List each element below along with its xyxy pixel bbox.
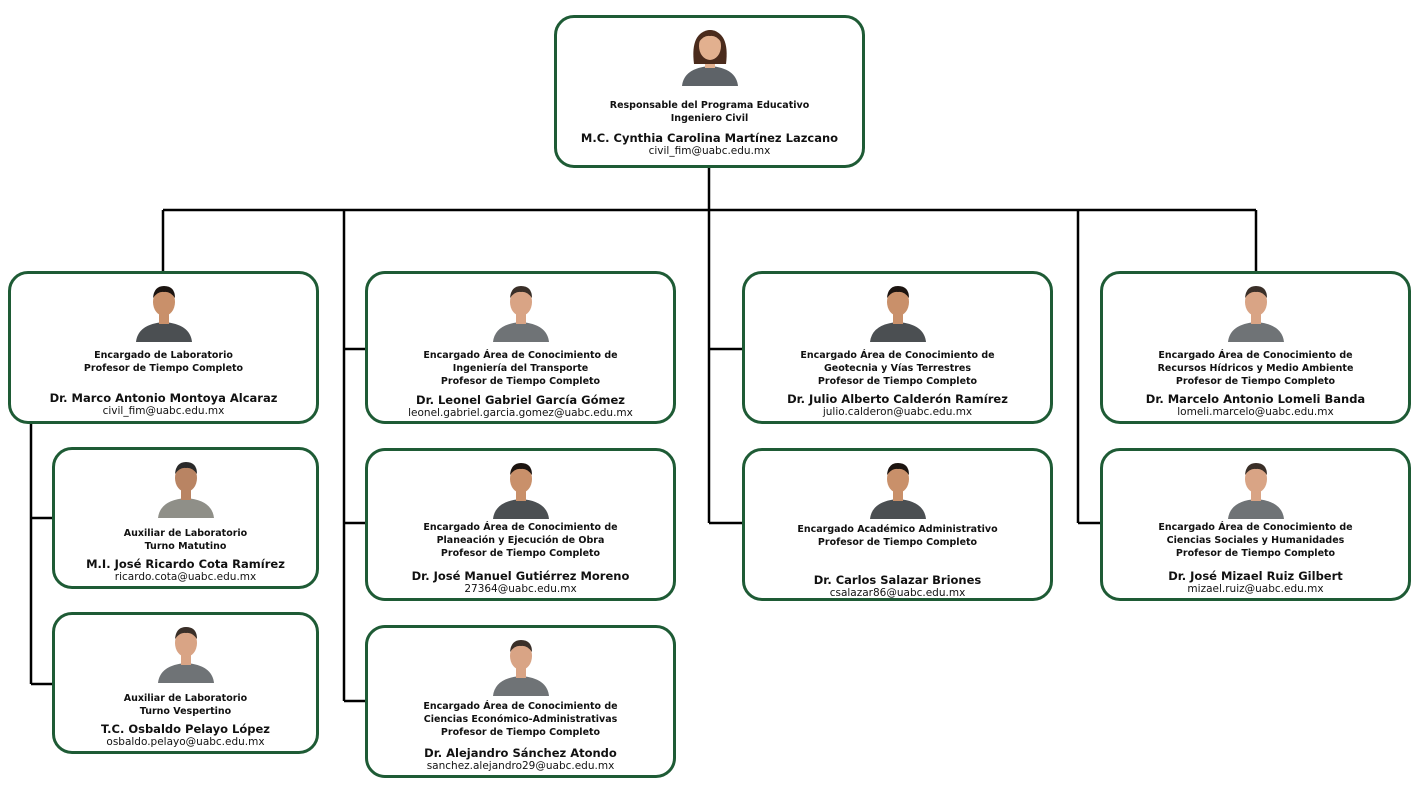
person-email: ricardo.cota@uabc.edu.mx — [114, 571, 257, 583]
profile-photo — [489, 634, 553, 696]
person-email: osbaldo.pelayo@uabc.edu.mx — [106, 736, 265, 748]
person-name: Dr. José Mizael Ruiz Gilbert — [1168, 569, 1343, 583]
person-name: Dr. Leonel Gabriel García Gómez — [416, 393, 625, 407]
person-email: julio.calderon@uabc.edu.mx — [822, 406, 973, 418]
profile-photo — [489, 457, 553, 519]
person-name: Dr. Julio Alberto Calderón Ramírez — [787, 392, 1008, 406]
person-name: Dr. Marcelo Antonio Lomeli Banda — [1145, 392, 1366, 406]
profile-photo — [154, 621, 218, 683]
person-name: Dr. Carlos Salazar Briones — [813, 573, 982, 587]
person-name: M.I. José Ricardo Cota Ramírez — [86, 557, 285, 571]
person-email: csalazar86@uabc.edu.mx — [829, 587, 966, 599]
profile-photo — [1224, 280, 1288, 342]
profile-photo — [866, 457, 930, 519]
person-email: 27364@uabc.edu.mx — [464, 583, 577, 595]
profile-photo — [1224, 457, 1288, 519]
profile-photo — [489, 280, 553, 342]
person-email: mizael.ruiz@uabc.edu.mx — [1187, 583, 1324, 595]
person-email: sanchez.alejandro29@uabc.edu.mx — [426, 760, 615, 772]
person-name: T.C. Osbaldo Pelayo López — [101, 722, 270, 736]
person-name: M.C. Cynthia Carolina Martínez Lazcano — [580, 131, 839, 145]
person-name: Dr. José Manuel Gutiérrez Moreno — [411, 569, 630, 583]
person-email: civil_fim@uabc.edu.mx — [102, 405, 225, 417]
profile-photo — [866, 280, 930, 342]
person-name: Dr. Alejandro Sánchez Atondo — [424, 746, 617, 760]
person-name: Dr. Marco Antonio Montoya Alcaraz — [49, 391, 278, 405]
person-email: leonel.gabriel.garcia.gomez@uabc.edu.mx — [408, 407, 633, 419]
profile-photo — [154, 456, 218, 518]
profile-photo — [132, 280, 196, 342]
profile-photo — [678, 24, 742, 86]
person-email: lomeli.marcelo@uabc.edu.mx — [1177, 406, 1334, 418]
person-email: civil_fim@uabc.edu.mx — [648, 145, 771, 157]
